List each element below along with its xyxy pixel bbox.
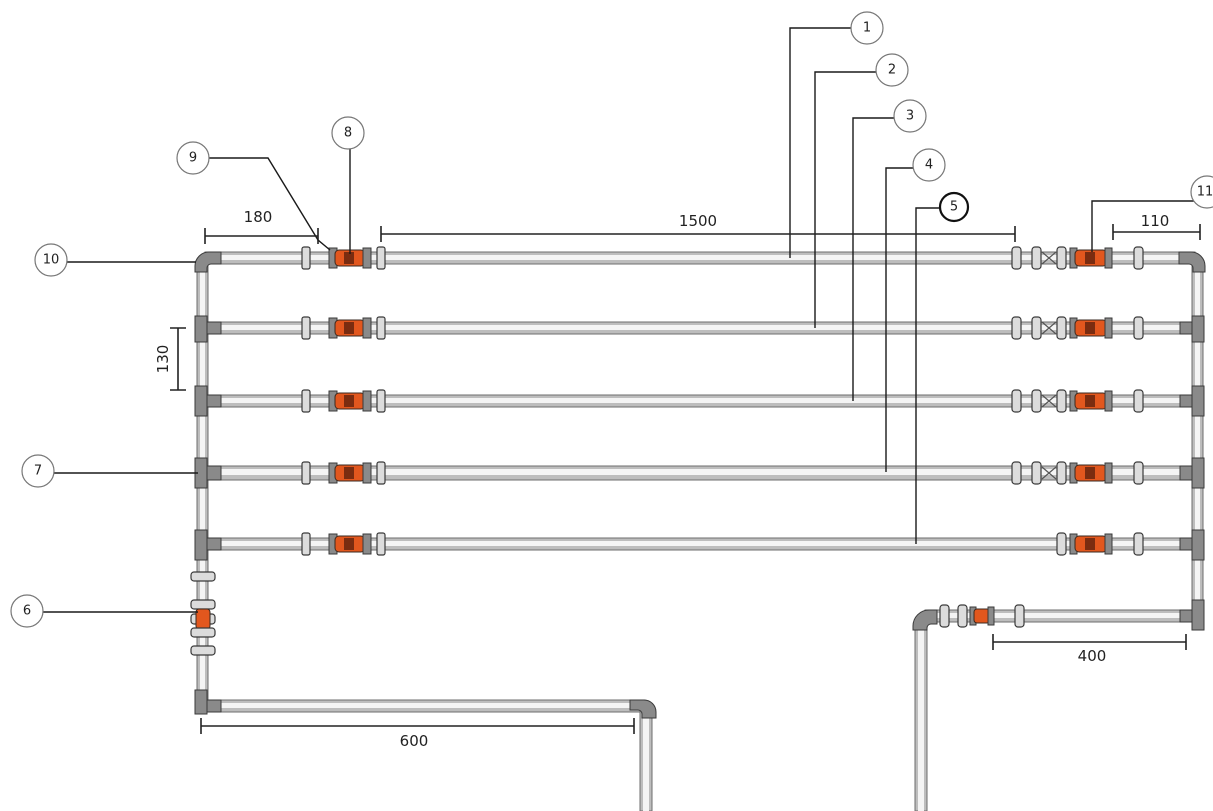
svg-text:9: 9: [189, 151, 197, 166]
svg-text:10: 10: [43, 253, 60, 268]
dimension-1500: 1500: [380, 212, 1016, 242]
callout-6: 6: [10, 594, 44, 628]
dim-400-label: 400: [1078, 647, 1107, 665]
dim-130-label: 130: [154, 345, 172, 374]
callout-4: 4: [912, 148, 946, 182]
dim-180-label: 180: [244, 208, 273, 226]
svg-text:3: 3: [906, 109, 914, 124]
callout-8: 8: [331, 116, 365, 150]
left-vertical-valve: [190, 571, 216, 656]
svg-text:4: 4: [925, 158, 933, 173]
left-valve-row-4: [301, 461, 386, 485]
dim-600-label: 600: [400, 732, 429, 750]
return-valve: [939, 604, 1025, 628]
dimension-600: 600: [200, 718, 635, 750]
callout-2: 2: [875, 53, 909, 87]
dimension-130: 130: [154, 327, 186, 391]
callout-5: 5: [938, 191, 970, 223]
svg-text:11: 11: [1197, 185, 1213, 200]
left-valve-row-2: [301, 316, 386, 340]
callout-3: 3: [893, 99, 927, 133]
callout-11: 11: [1190, 175, 1213, 209]
right-fittings: [1178, 251, 1206, 631]
svg-text:6: 6: [23, 604, 31, 619]
svg-text:1: 1: [863, 21, 871, 36]
left-valve-row-1: [301, 246, 386, 270]
dimension-110: 110: [1112, 212, 1201, 240]
svg-text:2: 2: [888, 63, 896, 78]
svg-text:7: 7: [34, 464, 42, 479]
dim-1500-label: 1500: [679, 212, 717, 230]
svg-text:8: 8: [344, 126, 352, 141]
dimension-180: 180: [204, 208, 319, 244]
left-outlet-pipe: [204, 699, 657, 811]
callout-10: 10: [34, 243, 68, 277]
dimension-400: 400: [992, 634, 1187, 665]
right-valve-row-2: [1011, 316, 1144, 340]
right-valve-row-4: [1011, 461, 1144, 485]
right-return-pipe: [912, 609, 1198, 811]
left-valve-row-3: [301, 389, 386, 413]
callout-9: 9: [176, 141, 210, 175]
callout-1: 1: [850, 11, 884, 45]
callout-7: 7: [21, 454, 55, 488]
leader-lines: [40, 27, 1197, 613]
left-valve-row-5: [301, 532, 386, 556]
right-valve-row-1: [1011, 246, 1144, 270]
left-fittings: [194, 251, 222, 715]
dim-110-label: 110: [1141, 212, 1170, 230]
right-valve-row-3: [1011, 389, 1144, 413]
svg-text:5: 5: [950, 200, 958, 215]
right-valve-row-5: [1056, 532, 1144, 556]
